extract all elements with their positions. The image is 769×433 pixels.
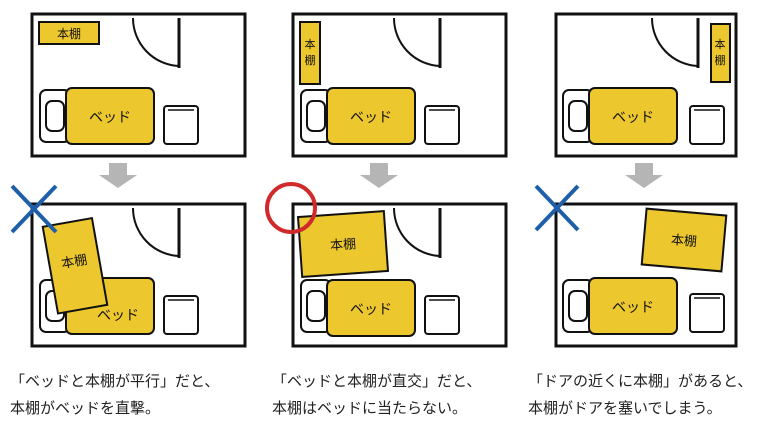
down-arrow: [625, 163, 663, 188]
bookshelf: [38, 21, 100, 45]
fallen-bookshelf: 本棚: [296, 210, 390, 278]
caption-line-2: 本棚がベッドを直撃。: [10, 399, 161, 417]
panel-3-caption: 「ドアの近くに本棚」があると、 本棚がドアを塞いでしまう。: [528, 368, 769, 422]
chair: [163, 295, 199, 335]
bookshelf: [299, 21, 321, 85]
bed: [588, 87, 678, 145]
bed-label: ベッド: [350, 110, 392, 126]
room-outline: [291, 12, 508, 158]
chair: [689, 105, 725, 145]
fallen-bookshelf: 本棚: [41, 216, 109, 315]
bed: [588, 277, 678, 335]
panel-1: 本棚 ベッド ベッド 本棚: [10, 12, 247, 348]
pillow: [568, 290, 588, 322]
bookshelf: [296, 210, 390, 278]
panel-1-after-room: ベッド 本棚: [10, 184, 247, 348]
bed-label: ベッド: [350, 302, 392, 318]
bookshelf-label-char1: 本: [715, 37, 726, 51]
bookshelf: [640, 207, 728, 273]
room-outline: [30, 12, 247, 158]
fallen-bookshelf: 本棚: [640, 207, 728, 273]
cross-mark: [534, 184, 580, 232]
door-swing: [392, 17, 441, 67]
door-swing: [131, 207, 180, 257]
bookshelf-label-char2: 棚: [715, 53, 726, 67]
bookshelf: [710, 23, 731, 83]
panel-2: 本 棚 ベッド ベッド 本棚: [265, 12, 508, 348]
chair: [689, 293, 725, 333]
bed-label: ベッド: [97, 308, 139, 324]
pillow: [306, 290, 326, 322]
room-outline: [554, 12, 738, 158]
bookshelf-label: 本棚: [60, 253, 88, 272]
panel-1-caption: 「ベッドと本棚が平行」だと、 本棚がベッドを直撃。: [10, 368, 260, 422]
door-swing: [392, 207, 441, 257]
bookshelf-label-char2: 棚: [305, 53, 316, 67]
bed-label: ベッド: [89, 110, 131, 126]
cross-mark: [10, 184, 58, 234]
door-swing: [131, 17, 180, 67]
bed: [65, 87, 155, 145]
caption-line-2: 本棚がドアを塞いでしまう。: [528, 399, 722, 417]
down-arrow: [360, 163, 398, 188]
pillow: [45, 100, 65, 132]
circle-mark: [265, 182, 317, 234]
bed: [326, 87, 416, 145]
caption-line-1: 「ベッドと本棚が平行」だと、: [10, 372, 220, 390]
panel-2-caption: 「ベッドと本棚が直交」だと、 本棚はベッドに当たらない。: [272, 368, 522, 422]
pillow: [306, 100, 326, 132]
bed: [326, 279, 416, 337]
chair: [163, 105, 199, 145]
pillow: [568, 100, 588, 132]
down-arrow: [99, 163, 137, 188]
panel-1-before-room: 本棚 ベッド: [30, 12, 247, 158]
room-outline: [30, 202, 247, 348]
panel-3-before-room: 本 棚 ベッド: [554, 12, 738, 158]
caption-line-1: 「ベッドと本棚が直交」だと、: [272, 372, 482, 390]
chair: [424, 105, 460, 145]
panel-2-before-room: 本 棚 ベッド: [291, 12, 508, 158]
door-swing: [650, 17, 699, 67]
bookshelf-label-char1: 本: [305, 37, 316, 51]
caption-line-1: 「ドアの近くに本棚」があると、: [528, 372, 753, 390]
panel-2-after-room: ベッド 本棚: [265, 182, 508, 348]
room-outline: [291, 202, 508, 348]
bookshelf-label: 本棚: [670, 233, 697, 250]
chair: [424, 295, 460, 335]
bookshelf-label: 本棚: [57, 26, 81, 41]
panel-3-after-room: ベッド 本棚: [534, 184, 738, 348]
bed-label: ベッド: [612, 110, 654, 126]
caption-line-2: 本棚はベッドに当たらない。: [272, 399, 468, 417]
room-outline: [554, 202, 738, 348]
bookshelf-label: 本棚: [330, 237, 357, 254]
bed-label: ベッド: [612, 300, 654, 316]
bookshelf: [41, 216, 109, 315]
panel-3: 本 棚 ベッド ベッド 本棚: [534, 12, 738, 348]
